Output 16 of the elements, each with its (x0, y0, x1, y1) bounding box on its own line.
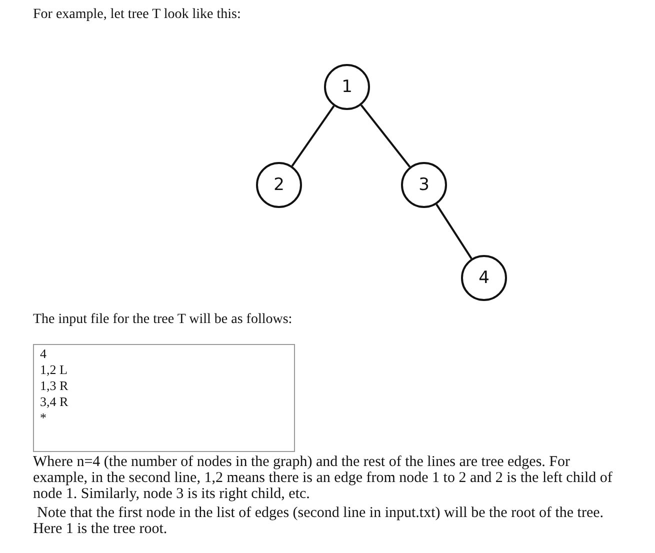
caption-text: The input file for the tree T will be as follows: (33, 311, 292, 328)
tree-edge (436, 204, 472, 260)
file-line: 3,4 R (40, 394, 68, 409)
note-paragraph: Note that the first node in the list of edges (second line in input.txt) will be the root of the tree. Here 1 is the tree root. (33, 505, 605, 537)
file-line: * (40, 410, 46, 425)
tree-node-circle: 3 (401, 162, 447, 208)
file-line: 4 (40, 346, 46, 361)
file-line: 1,2 L (40, 362, 68, 377)
tree-node-circle: 2 (256, 162, 302, 208)
tree-edge (291, 105, 335, 167)
tree-node-circle: 1 (324, 64, 370, 110)
intro-text: For example, let tree T look like this: (33, 6, 241, 23)
tree-edge (360, 104, 411, 168)
explanation-paragraph: Where n=4 (the number of nodes in the graph) and the rest of the lines are tree edges. For example, in the second line, 1,2 means there is an edge from node 1 to 2 and 2 is the left child of node 1. Similarly, node 3 is its right child, etc. (33, 454, 613, 502)
tree-node-circle: 4 (461, 255, 507, 301)
file-line: 1,3 R (40, 378, 68, 393)
